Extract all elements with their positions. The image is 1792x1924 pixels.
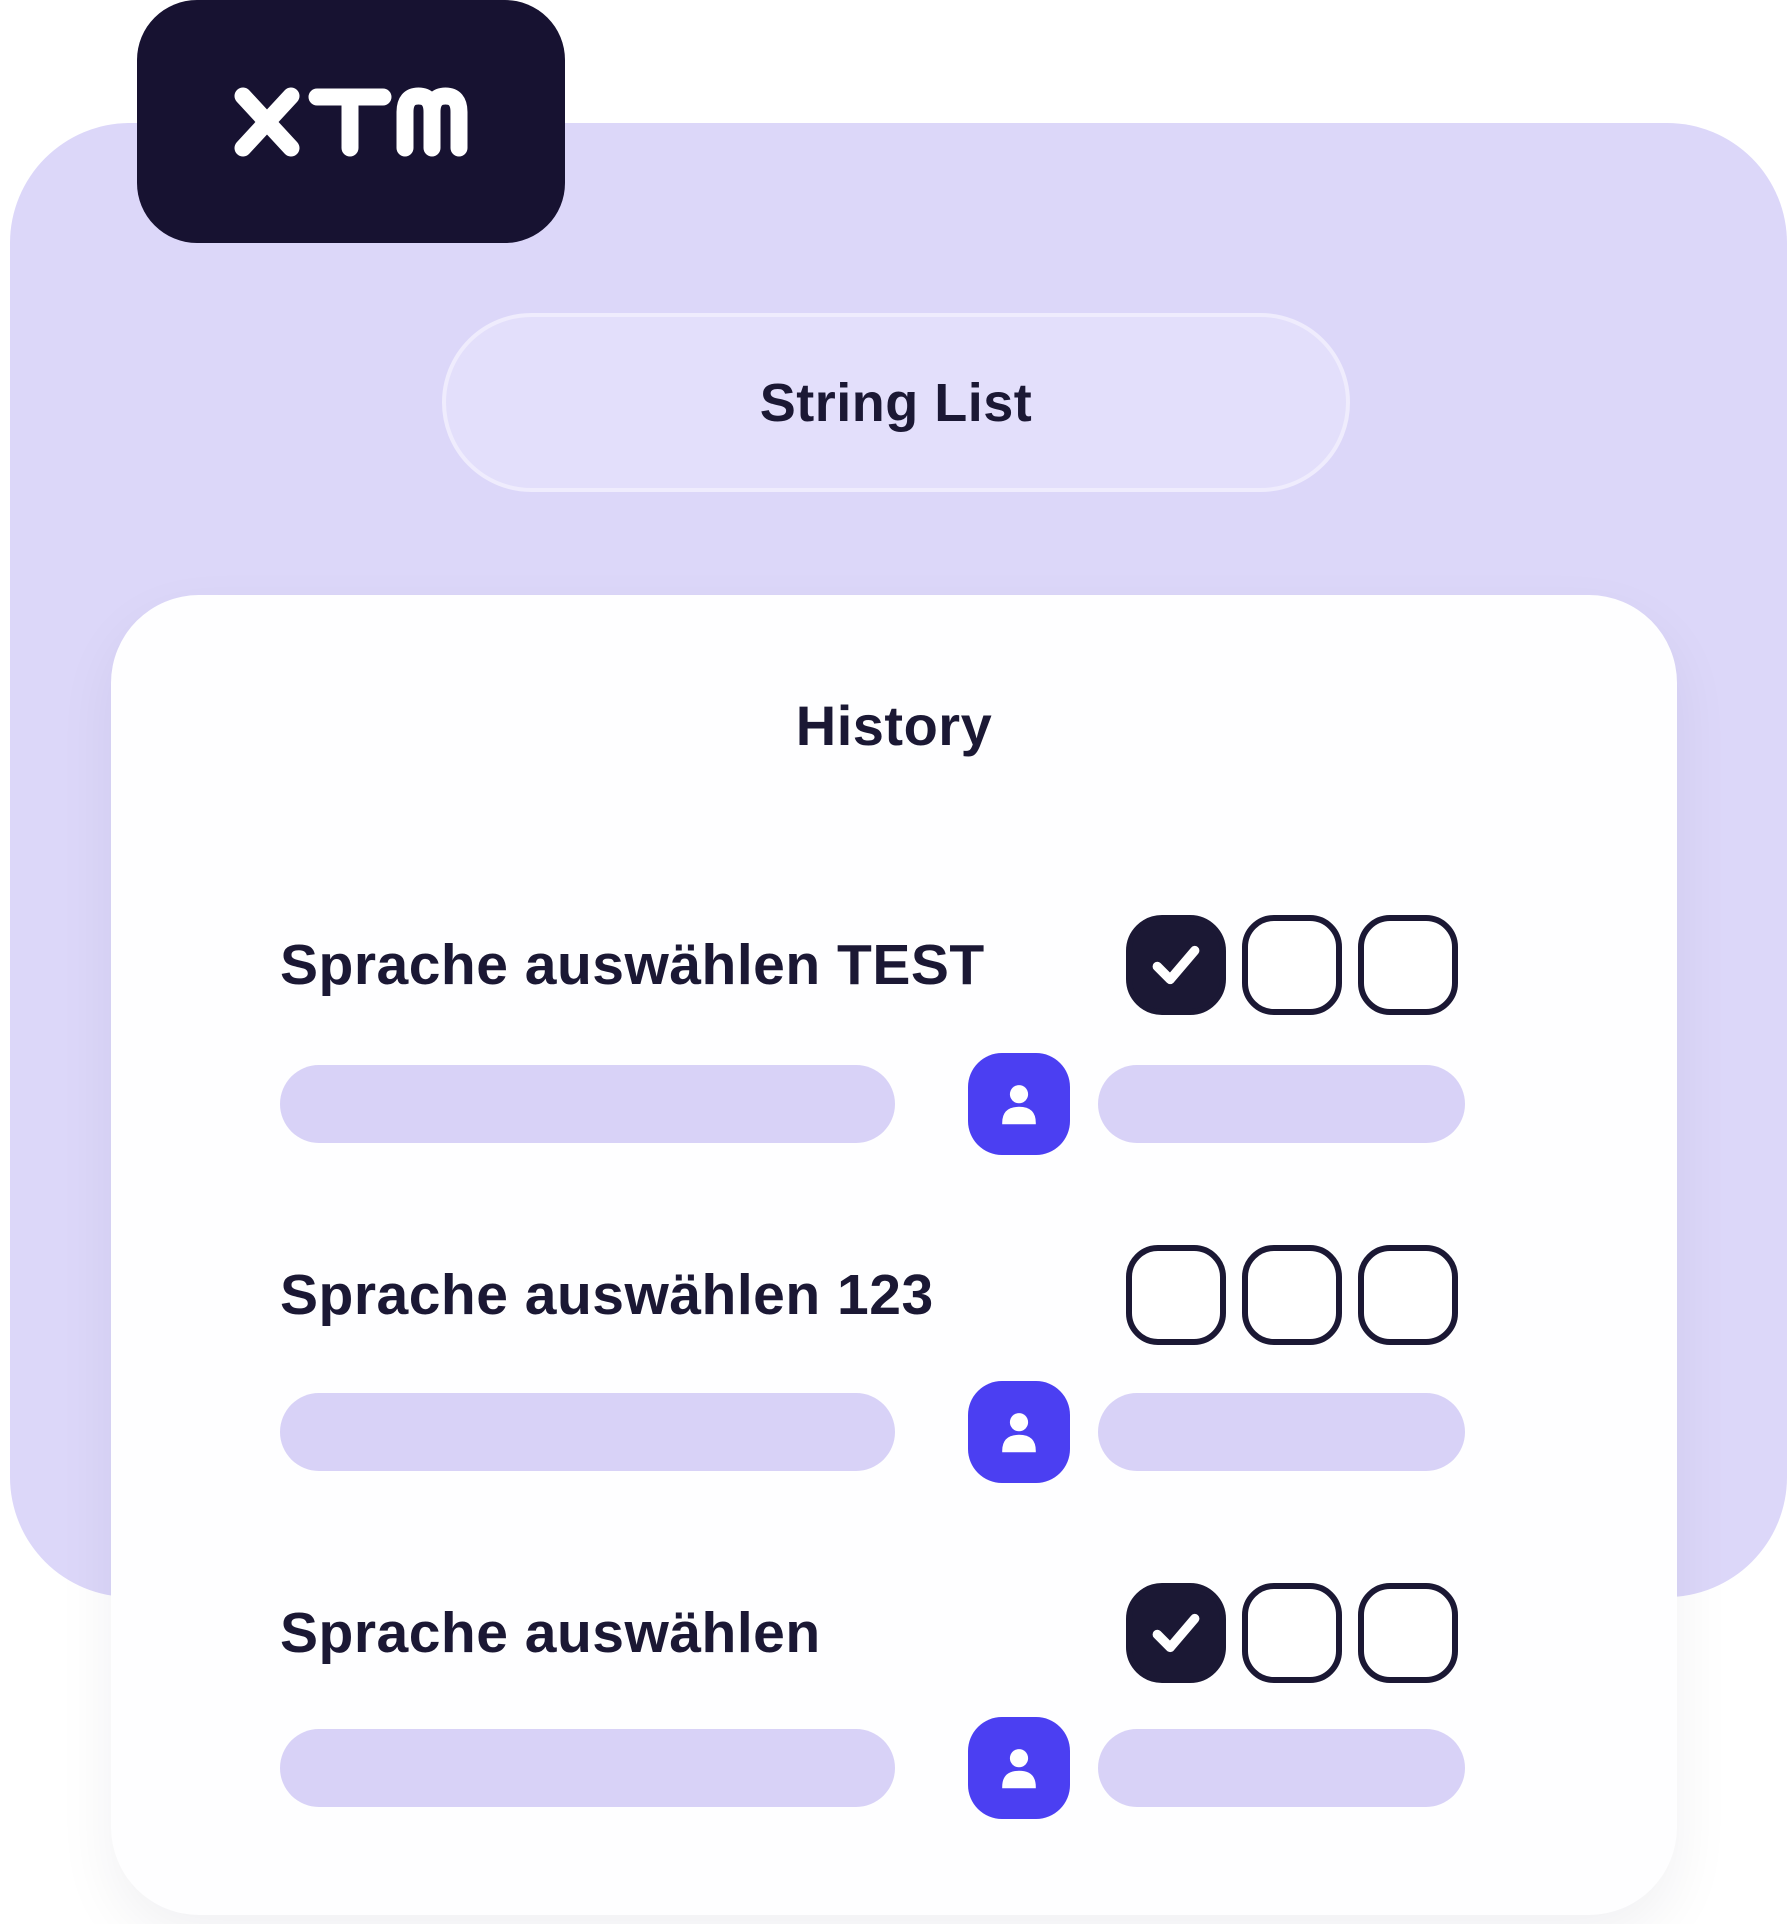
placeholder-bar (1098, 1065, 1465, 1143)
placeholder-bar (280, 1065, 895, 1143)
placeholder-bar (280, 1729, 895, 1807)
checkbox[interactable] (1242, 1245, 1342, 1345)
user-avatar-badge (968, 1381, 1070, 1483)
history-panel: History Sprache auswählen TEST (111, 595, 1677, 1915)
placeholder-bar (1098, 1729, 1465, 1807)
xtm-logo-icon (234, 86, 468, 156)
checkbox[interactable] (1126, 1245, 1226, 1345)
checkbox[interactable] (1242, 915, 1342, 1015)
checkbox[interactable] (1126, 915, 1226, 1015)
string-list-header-pill: String List (442, 313, 1350, 492)
user-icon (1002, 1085, 1036, 1125)
check-icon (1152, 1613, 1200, 1653)
checkbox-group (1126, 1245, 1458, 1345)
user-icon (1002, 1749, 1036, 1789)
placeholder-bar (280, 1393, 895, 1471)
checkbox-group (1126, 915, 1458, 1015)
string-label: Sprache auswählen (280, 1601, 821, 1665)
checkbox[interactable] (1358, 915, 1458, 1015)
string-label: Sprache auswählen TEST (280, 933, 985, 997)
user-avatar-badge (968, 1717, 1070, 1819)
check-icon (1152, 945, 1200, 985)
checkbox-group (1126, 1583, 1458, 1683)
placeholder-bar (1098, 1393, 1465, 1471)
user-avatar-badge (968, 1053, 1070, 1155)
checkbox[interactable] (1242, 1583, 1342, 1683)
checkbox[interactable] (1126, 1583, 1226, 1683)
checkbox[interactable] (1358, 1245, 1458, 1345)
string-list-title: String List (759, 372, 1033, 433)
xtm-logo-badge (137, 0, 565, 243)
checkbox[interactable] (1358, 1583, 1458, 1683)
history-title: History (795, 694, 993, 757)
user-icon (1002, 1413, 1036, 1453)
string-label: Sprache auswählen 123 (280, 1263, 934, 1327)
